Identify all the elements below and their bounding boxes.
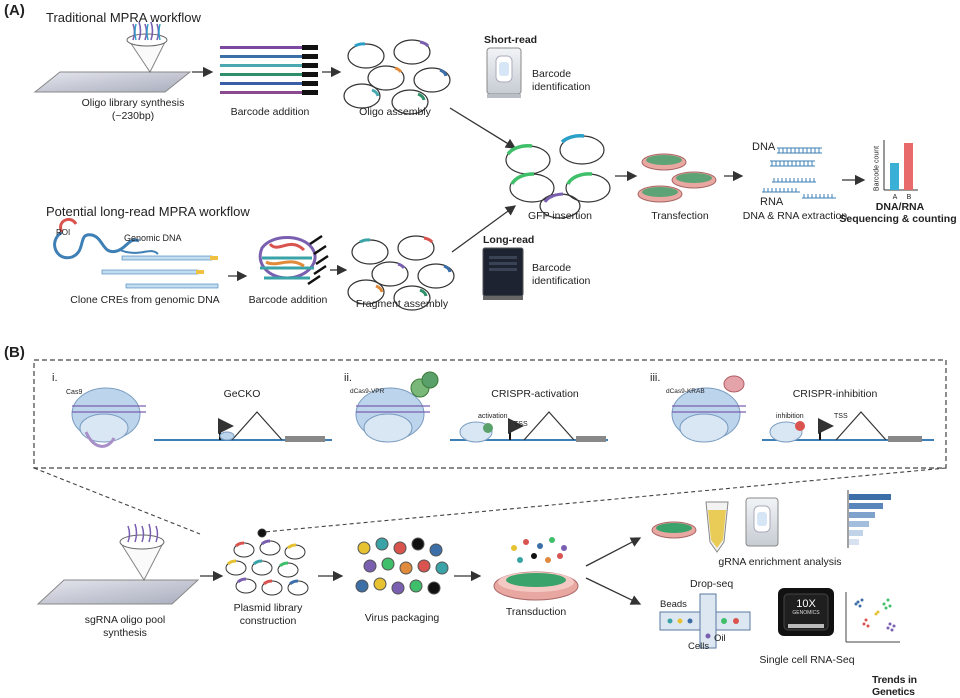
barcode-identification-label: Barcode identification [532,68,591,93]
barcoded-fragments-ball [258,234,329,286]
panel-b-label: (B) [4,344,25,361]
virus-packaging-label: Virus packaging [364,612,440,624]
genomic-dna-label: Genomic DNA [124,233,182,243]
drop-seq-chip [659,593,751,649]
grna-enrichment-label: gRNA enrichment analysis [718,556,842,568]
gfp-insertion-label: GFP insertion [528,210,592,222]
tss-label-activation: TSS [514,421,528,428]
barcode-addition-label: Barcode addition [230,106,310,118]
plasmid-library-label: Plasmid library [233,602,303,614]
cells-label: Cells [688,641,710,652]
oligo-synthesis-label: Oligo library synthesis [81,97,185,109]
dcas9-vpr-complex [355,371,439,443]
dcas9-krab-label: dCas9-KRAB [666,388,705,395]
sgrna-pool-label-2: synthesis [103,627,147,639]
crispr-inhibition-locus [762,411,934,443]
virus-particles [355,537,449,595]
tss-label-inhibition: TSS [834,413,848,420]
rna-label: RNA [760,196,784,208]
gecko-label: GeCKO [223,388,261,400]
dna-strands [770,147,822,167]
chart-bar-b [904,143,913,190]
barcode-addition-2-label: Barcode addition [248,294,328,306]
mode-i-label: i. [52,372,58,384]
longread-workflow-title: Potential long-read MPRA workflow [46,204,250,219]
cre-fragments [101,255,219,289]
drop-seq-label: Drop-seq [690,578,734,590]
panel-a-label: (A) [4,2,25,19]
tenx-device [778,588,834,636]
barcode-lines [220,45,318,95]
dcas9-vpr-label: dCas9-VPR [350,388,385,395]
sc-rnaseq-label: Single cell RNA-Seq [759,654,855,666]
dna-label: DNA [752,141,776,153]
oligo-synthesis-plate [33,21,192,93]
clone-cres-label: Clone CREs from genomic DNA [70,294,220,306]
traditional-workflow-title: Traditional MPRA workflow [46,10,201,25]
crispr-modes-box [33,359,947,469]
barcode-identification-2-label: Barcode identification [532,262,591,287]
oligo-assembly-label: Oligo assembly [359,106,431,118]
short-read-label: Short-read [484,34,538,46]
oligo-assembly-plasmids [343,39,451,115]
gecko-locus [154,411,332,442]
transfection-dishes [637,153,717,203]
genomics-label: GENOMICS [792,610,820,616]
cas9-label: Cas9 [66,389,83,396]
chart-bar-a [890,163,899,190]
seq-sub-label: Sequencing & counting [839,213,957,225]
transfection-label: Transfection [651,210,709,222]
genomic-dna-squiggle [53,218,159,260]
mode-iii-label: iii. [650,372,661,384]
chart-tick-b: B [906,194,912,201]
roi-label: ROI [56,228,71,237]
plasmid-library-label-2: construction [239,615,297,627]
fragment-assembly-label: Fragment assembly [355,298,449,310]
crispr-inhibition-label: CRISPR-inhibition [792,388,878,400]
inhibition-label: inhibition [776,413,804,420]
short-read-sequencer [486,47,522,98]
beads-label: Beads [660,599,687,610]
mode-ii-label: ii. [344,372,352,384]
dna-rna-extraction-label: DNA & RNA extraction [742,210,848,222]
crispr-activation-label: CRISPR-activation [491,388,579,400]
sgrna-synthesis-plate [36,523,200,605]
rna-strands [762,178,836,199]
oligo-length-label: (~230bp) [111,110,155,122]
activation-label: activation [478,413,508,420]
chart-tick-a: A [892,194,898,201]
plasmid-library [225,528,309,596]
tenx-label: 10X [796,598,816,610]
fragment-assembly-plasmids [347,235,455,311]
grna-enrichment-graphics [651,490,891,553]
crispr-activation-locus [450,411,608,443]
chart-ylabel: Barcode count [873,145,881,192]
transduction-dish [493,537,579,601]
dcas9-krab-complex [671,375,746,443]
transduction-label: Transduction [505,606,567,618]
gfp-insertion-plasmids [505,134,611,219]
seq-title-label: DNA/RNA [875,201,925,213]
sgrna-pool-label: sgRNA oligo pool [84,614,166,626]
oil-label: Oil [714,633,726,644]
long-read-sequencer [482,247,524,300]
cas9-complex [71,387,146,448]
journal-brand: Trends in Genetics [872,674,917,698]
sc-umap-plot [845,592,900,643]
long-read-label: Long-read [483,234,535,246]
barcode-count-chart [883,140,918,191]
